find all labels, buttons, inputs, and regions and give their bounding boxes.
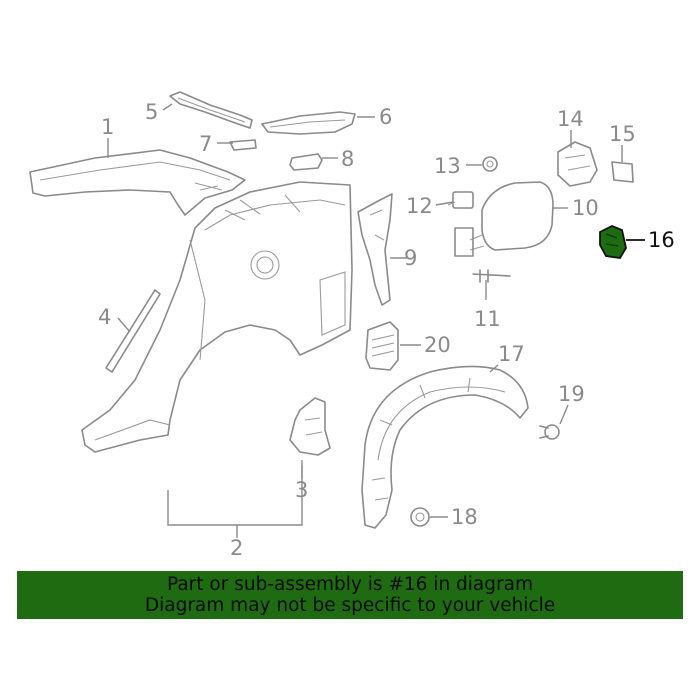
- callout-6: 6: [379, 105, 392, 129]
- part-10-fuel-door: [454, 181, 554, 257]
- info-banner: Part or sub-assembly is #16 in diagram D…: [17, 571, 683, 619]
- part-3-bracket: [289, 397, 331, 456]
- part-5-upper-rail: [169, 91, 253, 129]
- leader-lines: [107, 103, 645, 538]
- part-7-bracket: [229, 139, 257, 151]
- callout-5: 5: [145, 100, 158, 124]
- callout-13: 13: [434, 154, 461, 178]
- part-17-fender-liner: [361, 365, 529, 529]
- part-20-vent: [365, 321, 399, 371]
- callout-19: 19: [558, 382, 585, 406]
- callout-9: 9: [404, 246, 417, 270]
- callout-14: 14: [557, 107, 584, 131]
- part-6-rear-rail: [261, 111, 356, 135]
- part-15-plate: [611, 161, 634, 183]
- part-4-moulding: [105, 289, 161, 373]
- part-11-pin: [472, 269, 511, 283]
- callout-7: 7: [199, 132, 212, 156]
- part-18-grommet: [410, 507, 430, 527]
- parts-diagram: 1 2 3 4 5 6 7 8 9 10 11 12 13 14 15 16 1…: [29, 91, 675, 560]
- part-16-highlighted: [599, 225, 627, 259]
- callout-17: 17: [498, 342, 525, 366]
- part-9-reinforcement: [357, 193, 393, 306]
- callout-1: 1: [101, 115, 114, 139]
- banner-line-1: Part or sub-assembly is #16 in diagram: [167, 574, 533, 595]
- callout-11: 11: [474, 307, 501, 331]
- callout-8: 8: [341, 147, 354, 171]
- callout-16-highlighted: 16: [648, 228, 675, 252]
- callout-20: 20: [424, 333, 451, 357]
- callout-15: 15: [609, 122, 636, 146]
- part-2-quarter-panel: [81, 181, 353, 453]
- callout-12: 12: [406, 194, 433, 218]
- part-13-grommet: [482, 156, 498, 172]
- part-8-bracket: [289, 153, 323, 171]
- callout-2: 2: [230, 536, 243, 560]
- callout-10: 10: [572, 196, 599, 220]
- part-14-actuator: [557, 141, 598, 187]
- callout-18: 18: [451, 505, 478, 529]
- part-19-clip: [539, 424, 560, 440]
- callout-3: 3: [295, 478, 308, 502]
- callout-4: 4: [98, 305, 111, 329]
- banner-line-2: Diagram may not be specific to your vehi…: [144, 595, 556, 616]
- part-12-clip: [447, 191, 474, 209]
- part-1-roof-rail: [29, 149, 246, 216]
